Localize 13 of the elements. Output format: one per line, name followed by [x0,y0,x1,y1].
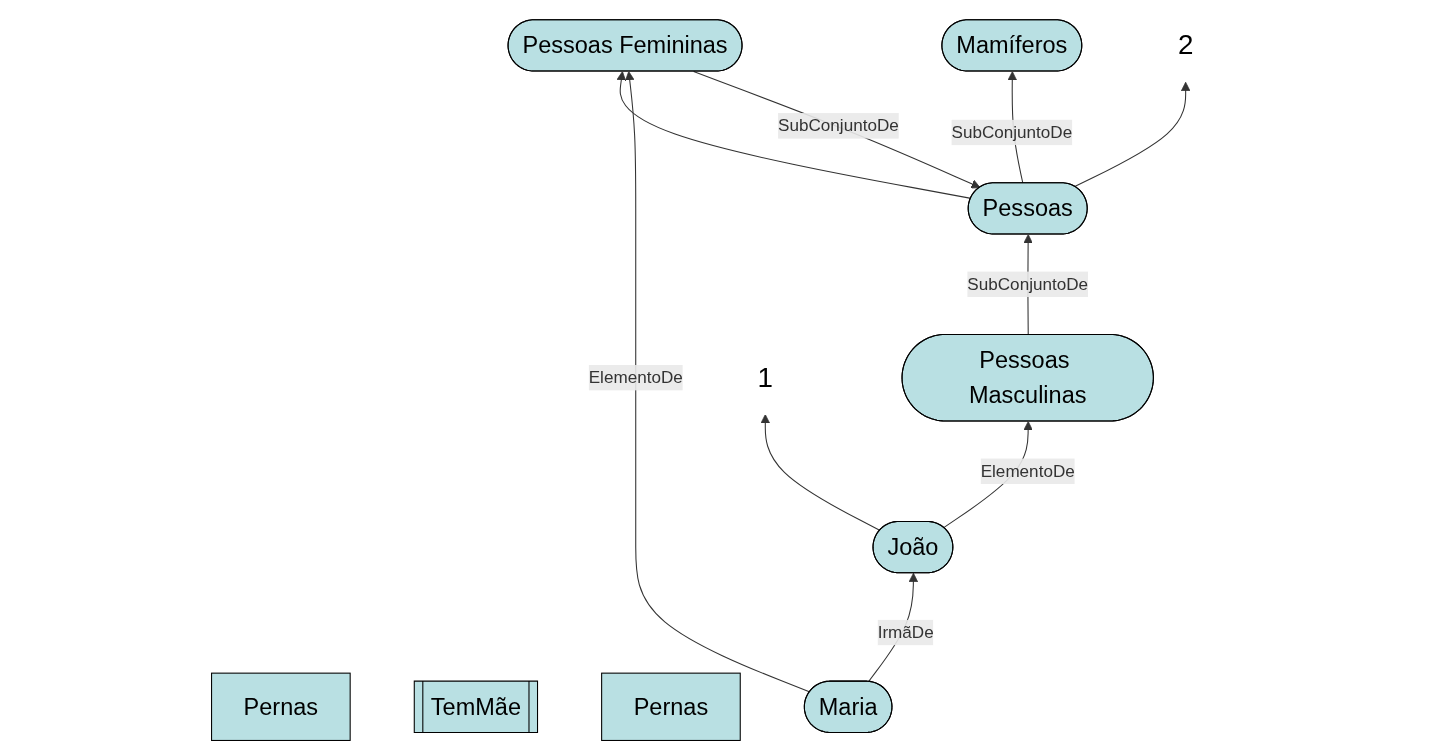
arrow [760,414,881,531]
node-text: 1 [757,361,774,394]
node-box: Pernas [601,672,741,741]
edge-label: SubConjuntoDe [951,122,1073,142]
arrow [693,71,981,189]
edge-label: SubConjuntoDe [967,274,1089,293]
node-text: 2 [1177,28,1194,61]
edge-label: ElementoDe [588,368,683,387]
edge-label: SubConjuntoDe [778,116,899,135]
arrow [1074,81,1191,188]
edge-label: IrmãDe [877,622,934,642]
edge-label: ElementoDe [980,461,1075,480]
node-box: Pernas [211,672,351,741]
